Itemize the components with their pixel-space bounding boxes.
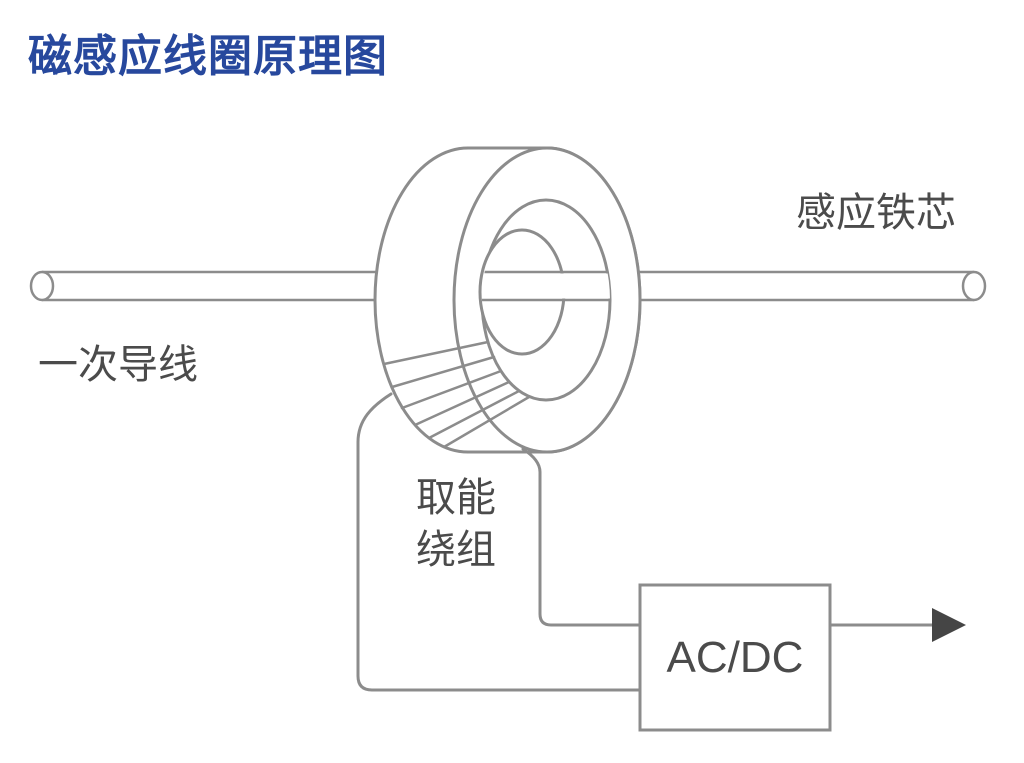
output-arrow bbox=[830, 608, 966, 642]
winding-label-line1: 取能 bbox=[416, 476, 496, 520]
lead-wire-right bbox=[521, 447, 642, 627]
core-label: 感应铁芯 bbox=[796, 191, 956, 235]
acdc-converter-label: AC/DC bbox=[666, 632, 804, 682]
lead-wire-left bbox=[356, 392, 642, 692]
winding-lead-wires bbox=[356, 392, 642, 692]
page-title: 磁感应线圈原理图 bbox=[28, 32, 388, 81]
primary-wire-label: 一次导线 bbox=[38, 343, 198, 387]
winding-hatch bbox=[382, 340, 531, 449]
acdc-converter-box bbox=[638, 583, 832, 732]
winding-label-line2: 绕组 bbox=[416, 528, 496, 572]
conductor-in-hole bbox=[482, 270, 610, 302]
rod-right-cap bbox=[961, 270, 987, 302]
winding-label: 取能 绕组 bbox=[398, 472, 514, 576]
arrowhead-icon bbox=[932, 608, 966, 642]
rod-left-cap bbox=[29, 270, 55, 302]
